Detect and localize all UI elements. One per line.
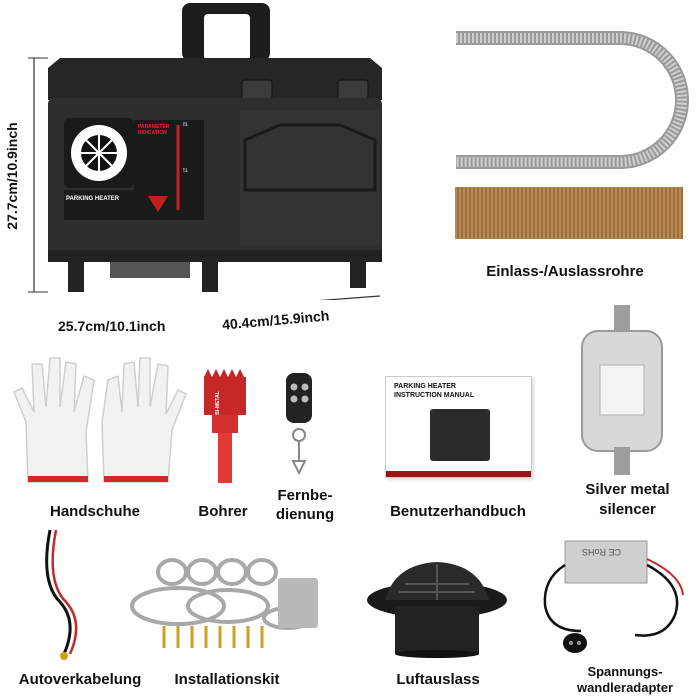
scale-mid-label: 5L (183, 168, 189, 174)
panel-title: PARAMETER INDICATION (138, 124, 170, 136)
drill-text: BI-METAL (214, 391, 221, 415)
installation-kit-label: Installationskit (174, 671, 280, 688)
parking-heater-image (20, 0, 410, 300)
gloves-image (8, 352, 188, 492)
scale-top-label: 8L (183, 122, 189, 128)
hole-saw-drill-image (198, 365, 252, 485)
width-dimension-label: 25.7cm/10.1inch (58, 318, 166, 334)
adapter-label-line1: Spannungs- (587, 664, 663, 679)
adapter-text: CE RoHS (582, 547, 622, 557)
remote-label-line1: Fernbe- (277, 487, 333, 504)
wiring-harness-image (30, 522, 100, 662)
silencer-label-line2: silencer (599, 501, 656, 518)
remote-control-image (280, 365, 320, 477)
depth-dimension-label: 40.4cm/15.9inch (221, 307, 330, 333)
manual-title-line2: INSTRUCTION MANUAL (394, 392, 475, 399)
gloves-label: Handschuhe (49, 503, 140, 520)
voltage-adapter-image (535, 535, 690, 665)
pipes-label: Einlass-/Auslassrohre (486, 263, 644, 280)
silencer-image (578, 305, 668, 475)
manual-title-line1: PARKING HEATER (394, 383, 456, 390)
wiring-label: Autoverkabelung (18, 671, 142, 688)
air-outlet-image (365, 556, 510, 658)
installation-kit-image (128, 548, 338, 658)
manual-heater-photo (430, 409, 490, 461)
manual-label: Benutzerhandbuch (390, 503, 526, 520)
brand-text: PARKING HEATER (66, 196, 120, 202)
height-dimension-label: 27.7cm/10.9inch (4, 122, 20, 230)
air-outlet-label: Luftauslass (396, 671, 480, 688)
user-manual-image: PARKING HEATER INSTRUCTION MANUAL (385, 376, 532, 478)
manual-stripe (386, 471, 531, 477)
remote-label-line2: dienung (275, 506, 335, 523)
intake-pipe-image (455, 187, 683, 239)
drill-label: Bohrer (198, 503, 248, 520)
silencer-label-line1: Silver metal (585, 481, 670, 498)
exhaust-pipe-image (450, 20, 690, 170)
adapter-label-line2: wandleradapter (576, 680, 674, 695)
